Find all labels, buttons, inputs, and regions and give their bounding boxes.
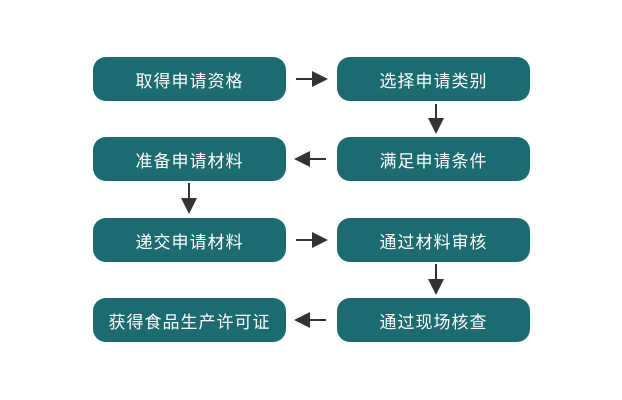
step-label: 准备申请材料 [135, 151, 244, 172]
step-6-box: 通过材料审核 [337, 218, 530, 262]
step-label: 选择申请类别 [379, 71, 488, 92]
step-label: 满足申请条件 [379, 151, 488, 172]
step-5-box: 递交申请材料 [93, 218, 286, 262]
step-8-box: 获得食品生产许可证 [93, 298, 286, 342]
step-7-box: 通过现场核查 [337, 298, 530, 342]
step-label: 通过材料审核 [379, 232, 488, 253]
step-1-box: 取得申请资格 [93, 57, 286, 101]
step-label: 递交申请材料 [135, 232, 244, 253]
step-4-box: 准备申请材料 [93, 137, 286, 181]
step-2-box: 选择申请类别 [337, 57, 530, 101]
step-label: 获得食品生产许可证 [108, 312, 271, 333]
step-label: 取得申请资格 [135, 71, 244, 92]
step-3-box: 满足申请条件 [337, 137, 530, 181]
step-label: 通过现场核查 [379, 312, 488, 333]
